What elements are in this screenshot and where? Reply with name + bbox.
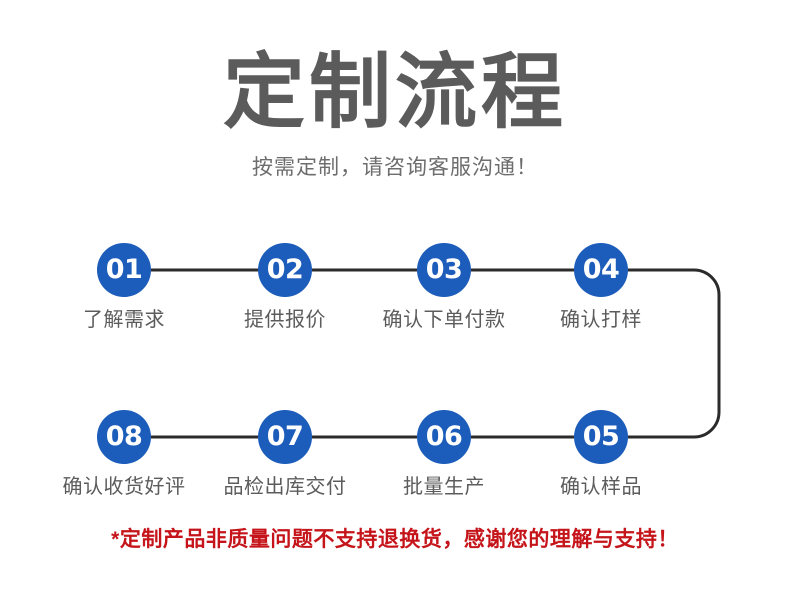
flow-step-03-number: 03	[417, 243, 471, 297]
disclaimer-note: *定制产品非质量问题不支持退换货，感谢您的理解与支持！	[111, 528, 679, 551]
flow-step-nodes: 01 了解需求 02 提供报价 03 确认下单付款 04 确认打样 08 确认收…	[0, 230, 790, 510]
flow-step-02[interactable]: 02 提供报价	[215, 243, 355, 332]
process-flow-diagram: 01 了解需求 02 提供报价 03 确认下单付款 04 确认打样 08 确认收…	[0, 230, 790, 510]
flow-step-08-number: 08	[97, 410, 151, 464]
flow-step-04-label: 确认打样	[560, 309, 642, 331]
flow-step-07[interactable]: 07 品检出库交付	[215, 410, 355, 499]
flow-step-07-label: 品检出库交付	[223, 476, 347, 498]
flow-step-06-number: 06	[417, 410, 471, 464]
flow-step-01[interactable]: 01 了解需求	[54, 243, 194, 332]
flow-step-05-label: 确认样品	[560, 476, 642, 498]
flow-step-06-label: 批量生产	[403, 476, 485, 498]
flow-step-08-label: 确认收货好评	[62, 476, 186, 498]
flow-step-04-number: 04	[574, 243, 628, 297]
flow-step-06[interactable]: 06 批量生产	[374, 410, 514, 499]
flow-step-02-number: 02	[258, 243, 312, 297]
page-title: 定制流程	[222, 45, 567, 140]
flow-step-07-number: 07	[258, 410, 312, 464]
header: 定制流程 按需定制，请咨询客服沟通！	[0, 0, 790, 180]
flow-step-08[interactable]: 08 确认收货好评	[54, 410, 194, 499]
flow-step-05[interactable]: 05 确认样品	[531, 410, 671, 499]
flow-step-01-number: 01	[97, 243, 151, 297]
flow-step-05-number: 05	[574, 410, 628, 464]
flow-step-04[interactable]: 04 确认打样	[531, 243, 671, 332]
flow-step-03-label: 确认下单付款	[382, 309, 506, 331]
flow-step-02-label: 提供报价	[244, 309, 326, 331]
flow-step-03[interactable]: 03 确认下单付款	[374, 243, 514, 332]
flow-step-01-label: 了解需求	[83, 309, 165, 331]
page-subtitle: 按需定制，请咨询客服沟通！	[252, 156, 538, 179]
